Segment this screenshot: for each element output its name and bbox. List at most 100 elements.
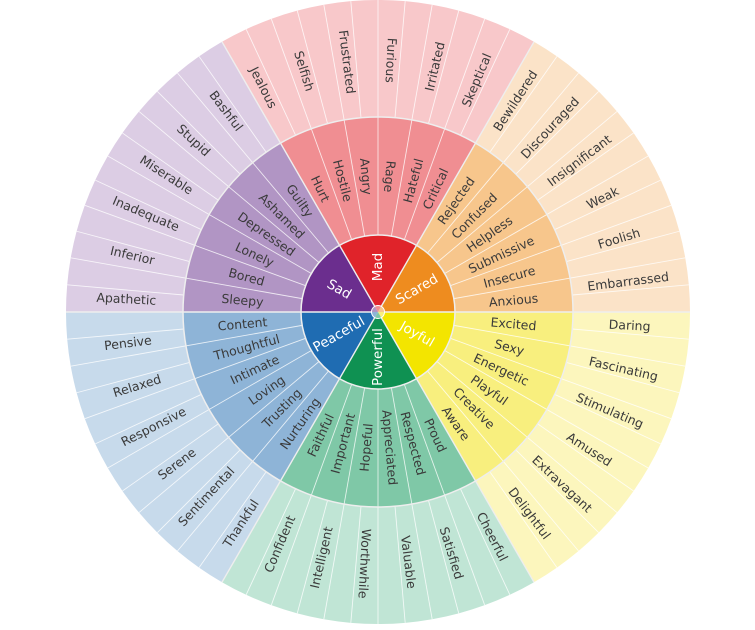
divider-line [566, 230, 680, 262]
outer-cell [246, 488, 312, 606]
outer-cell [66, 312, 184, 340]
outer-cell [246, 18, 312, 136]
divider-line [572, 328, 689, 340]
middle-cell-important [311, 384, 365, 505]
outer-cell [566, 231, 686, 279]
middle-cell-rejected [416, 143, 504, 254]
outer-cell [157, 72, 253, 175]
middle-cell-playful [436, 350, 547, 438]
outer-cell [107, 409, 219, 491]
divider-line [245, 488, 296, 595]
divider-line [537, 132, 634, 201]
outer-cell [70, 345, 190, 393]
outer-cell [70, 231, 190, 279]
middle-cell-submissive [444, 214, 562, 286]
middle-cell-proud [404, 378, 476, 496]
outer-cell [199, 471, 281, 583]
divider-line [572, 284, 689, 296]
outer-cell [546, 394, 661, 468]
outer-cell [570, 257, 689, 296]
outer-cell [503, 449, 599, 552]
outer-cell [122, 111, 229, 201]
outer-cell [561, 362, 680, 419]
outer-cell [222, 480, 296, 595]
divider-line [428, 10, 460, 124]
outer-cell [199, 41, 281, 153]
outer-cell [527, 423, 634, 513]
outer-cell [570, 328, 689, 367]
outer-cell [428, 495, 485, 614]
outer-cell [76, 362, 195, 419]
divider-line [554, 394, 661, 445]
outer-cell [489, 56, 579, 163]
middle-cell-respected [391, 384, 445, 505]
middle-cell-insecure [450, 245, 571, 299]
middle-cell-rage [378, 117, 412, 237]
logo-segment [378, 312, 384, 318]
divider-line [537, 423, 634, 492]
core-sector-powerful [339, 312, 417, 389]
middle-cell-excited [453, 312, 574, 346]
outer-cell [460, 29, 534, 144]
outer-cell [350, 0, 378, 118]
divider-line [198, 471, 267, 568]
outer-cell [84, 180, 202, 246]
outer-cell [323, 1, 362, 120]
logo-segment [375, 306, 381, 312]
outer-label-pensive: Pensive [103, 332, 153, 353]
divider-line [76, 362, 190, 394]
divider-line [377, 41, 535, 313]
outer-cell [411, 4, 459, 124]
outer-cell [527, 111, 634, 201]
outer-cell [475, 471, 557, 583]
middle-cell-loving [209, 350, 320, 438]
middle-cell-hostile [311, 119, 365, 240]
outer-cell [297, 500, 345, 620]
outer-cell [95, 394, 210, 468]
outer-cell [66, 284, 184, 312]
outer-cell [297, 4, 345, 124]
divider-line [460, 29, 511, 136]
middle-cell-confused [427, 162, 528, 263]
outer-cell [537, 409, 649, 491]
divider-line [566, 362, 680, 394]
ring-border [182, 116, 574, 508]
outer-cell [537, 133, 649, 215]
middle-label-rage: Rage [381, 160, 399, 193]
outer-label-apathetic: Apathetic [96, 290, 157, 308]
middle-cell-intimate [194, 338, 312, 410]
divider-line [350, 506, 362, 623]
outer-cell [572, 312, 690, 340]
divider-line [515, 91, 599, 175]
middle-cell-lonely [194, 214, 312, 286]
divider-line [428, 500, 460, 614]
middle-cell-appreciated [378, 387, 412, 507]
middle-cell-ashamed [228, 162, 329, 263]
middle-cell-depressed [209, 186, 320, 274]
outer-label-worthwhile: Worthwhile [355, 528, 374, 599]
outer-cell [177, 56, 267, 163]
middle-label-excited: Excited [490, 314, 537, 333]
outer-cell [95, 156, 210, 230]
divider-line [198, 56, 267, 153]
middle-label-hopeful: Hopeful [357, 423, 376, 473]
outer-cell [222, 29, 296, 144]
middle-cell-critical [404, 128, 476, 246]
outer-cell [444, 488, 510, 606]
middle-cell-faithful [280, 378, 352, 496]
middle-cell-sexy [450, 325, 571, 379]
outer-cell [157, 449, 253, 552]
middle-label-content: Content [217, 314, 268, 333]
outer-cell [394, 504, 433, 623]
middle-cell-content [183, 312, 303, 346]
outer-cell [554, 378, 672, 444]
outer-cell [271, 495, 328, 614]
middle-label-anxious: Anxious [488, 291, 539, 310]
middle-cell-bored [185, 245, 306, 299]
outer-cell [323, 504, 362, 623]
outer-cell [76, 205, 195, 262]
middle-cell-hopeful [344, 387, 378, 507]
divider-line [460, 488, 511, 595]
outer-cell [428, 10, 485, 129]
outer-label-valuable: Valuable [398, 535, 419, 590]
